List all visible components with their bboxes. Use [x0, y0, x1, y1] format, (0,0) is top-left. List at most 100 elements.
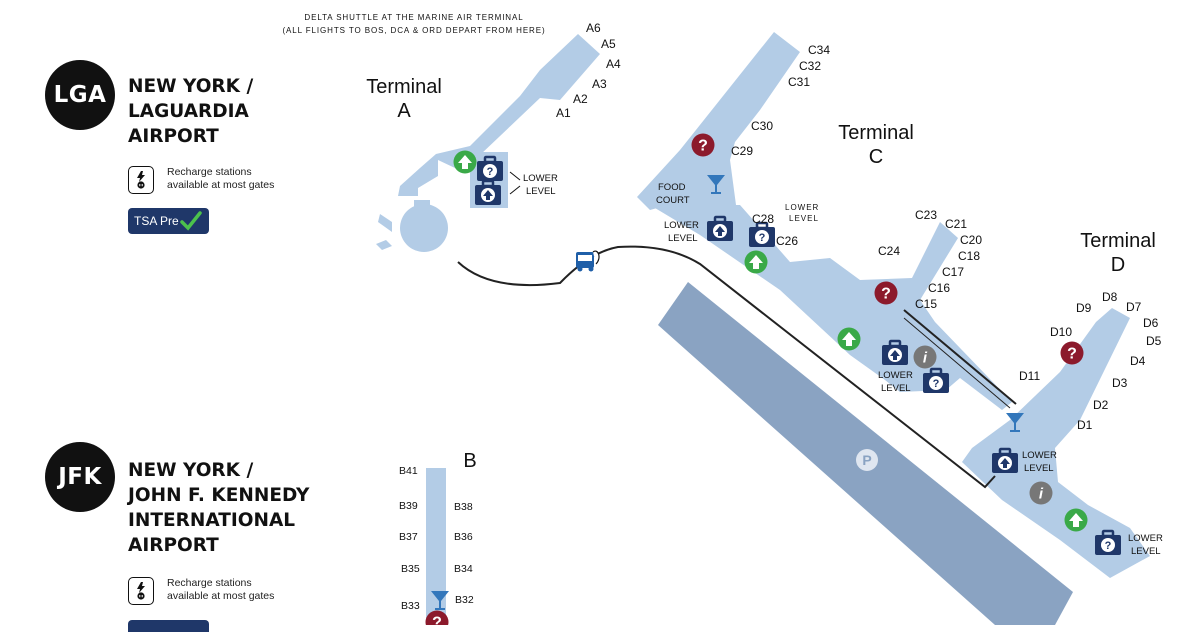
gate-label: C16 — [928, 281, 950, 295]
gate-label: D6 — [1143, 316, 1159, 330]
terminal-d-letter: D — [1111, 254, 1125, 276]
shuttle-note-line: DELTA SHUTTLE AT THE MARINE AIR TERMINAL — [304, 13, 523, 22]
jfk-code: JFK — [58, 464, 102, 490]
gate-label: A6 — [586, 21, 601, 35]
recharge-line: available at most gates — [167, 589, 275, 602]
gate-label: D5 — [1146, 334, 1162, 348]
lower-level-label: LEVEL — [526, 186, 556, 197]
gate-label: C23 — [915, 208, 937, 222]
gate-label: B33 — [401, 600, 420, 612]
elevator-icon — [744, 250, 768, 274]
help-icon — [874, 281, 898, 305]
gate-label: C17 — [942, 265, 964, 279]
help-icon — [691, 133, 715, 157]
lga-code: LGA — [53, 82, 107, 108]
gate-label: A2 — [573, 92, 588, 106]
food-court-label: COURT — [656, 195, 690, 206]
tsa-precheck-badge: TSA Pre — [128, 208, 209, 234]
jfk-badge: JFK — [45, 442, 115, 512]
terminal-c-label: Terminal — [838, 122, 914, 144]
lower-level-label: LOWER — [664, 220, 699, 231]
gate-label: C18 — [958, 249, 980, 263]
lower-level-label: LEVEL — [1131, 546, 1161, 557]
terminal-d-building — [962, 308, 1150, 578]
info-icon — [1029, 481, 1053, 505]
gate-label: A5 — [601, 37, 616, 51]
gate-label: D4 — [1130, 354, 1146, 368]
gate-label: C26 — [776, 234, 798, 248]
gate-label: B37 — [399, 531, 418, 543]
lower-level-label: LOWER — [1128, 533, 1163, 544]
terminal-b-label: B — [463, 450, 476, 472]
lga-name-line: AIRPORT — [128, 126, 219, 147]
jfk-airport-name: NEW YORK / JOHN F. KENNEDY INTERNATIONAL… — [128, 458, 309, 558]
lga-recharge-text: Recharge stations available at most gate… — [167, 166, 274, 191]
lower-level-label: LEVEL — [668, 233, 698, 244]
gate-label: C24 — [878, 244, 900, 258]
elevator-icon — [1064, 508, 1088, 532]
gate-label: B39 — [399, 500, 418, 512]
gate-label: B36 — [454, 531, 473, 543]
parking-icon: P — [856, 449, 878, 471]
info-icon — [913, 345, 937, 369]
gate-label: C32 — [799, 59, 821, 73]
shuttle-note-line: (ALL FLIGHTS TO BOS, DCA & ORD DEPART FR… — [282, 26, 545, 35]
tsa-label: TSA Pre — [134, 214, 179, 228]
gate-label: B41 — [399, 465, 418, 477]
gate-label: C29 — [731, 144, 753, 158]
checkmark-icon — [179, 211, 202, 231]
gate-label: C28 — [752, 212, 774, 226]
gate-label: D9 — [1076, 301, 1092, 315]
help-icon — [1060, 341, 1084, 365]
terminal-d-label: Terminal — [1080, 230, 1156, 252]
jfk-name-line: AIRPORT — [128, 535, 219, 556]
concourse-b-building — [426, 468, 446, 625]
gate-label: B38 — [454, 501, 473, 513]
walkway-c-to-d — [903, 309, 1017, 405]
gate-label: C31 — [788, 75, 810, 89]
elevator-icon — [453, 150, 477, 174]
lower-level-label: LOWER — [1022, 450, 1057, 461]
gate-label: C21 — [945, 217, 967, 231]
lower-level-label: LEVEL — [1024, 463, 1054, 474]
gate-label: C30 — [751, 119, 773, 133]
gate-label: B34 — [454, 563, 473, 575]
terminal-a-building — [376, 34, 600, 252]
gate-label: D7 — [1126, 300, 1142, 314]
walkway-c-to-d-inner — [903, 317, 1011, 409]
lower-level-label: LOWER — [785, 203, 819, 212]
gate-label: B32 — [455, 594, 474, 606]
gate-label: D8 — [1102, 290, 1118, 304]
recharge-icon — [128, 577, 154, 605]
terminal-a-letter: A — [397, 100, 411, 122]
gate-label: C20 — [960, 233, 982, 247]
lower-level-label: LOWER — [878, 370, 913, 381]
recharge-line: available at most gates — [167, 178, 275, 191]
gate-label: A4 — [606, 57, 621, 71]
gate-label: A3 — [592, 77, 607, 91]
gate-label: D11 — [1019, 369, 1040, 383]
gate-label: B35 — [401, 563, 420, 575]
gate-label: D1 — [1077, 418, 1093, 432]
lga-name-line: LAGUARDIA — [128, 101, 249, 122]
lower-level-pointer — [509, 185, 521, 195]
parking-label: P — [862, 452, 871, 468]
gate-label: D10 — [1050, 325, 1072, 339]
gate-label: D2 — [1093, 398, 1109, 412]
gate-label: C15 — [915, 297, 937, 311]
elevator-icon — [837, 327, 861, 351]
shuttle-bus-icon — [576, 250, 600, 272]
jfk-name-line: JOHN F. KENNEDY — [128, 485, 310, 506]
jfk-recharge-text: Recharge stations available at most gate… — [167, 577, 274, 602]
lower-level-label: LEVEL — [789, 214, 819, 223]
recharge-icon — [128, 166, 154, 194]
terminal-a-label: Terminal — [366, 76, 442, 98]
gate-label: A1 — [556, 106, 571, 120]
lower-level-pointer — [509, 171, 521, 181]
food-court-label: FOOD — [658, 182, 686, 193]
lga-airport-name: NEW YORK / LAGUARDIA AIRPORT — [128, 74, 253, 149]
lga-name-line: NEW YORK / — [128, 76, 254, 97]
jfk-name-line: NEW YORK / — [128, 460, 254, 481]
gate-label: D3 — [1112, 376, 1128, 390]
